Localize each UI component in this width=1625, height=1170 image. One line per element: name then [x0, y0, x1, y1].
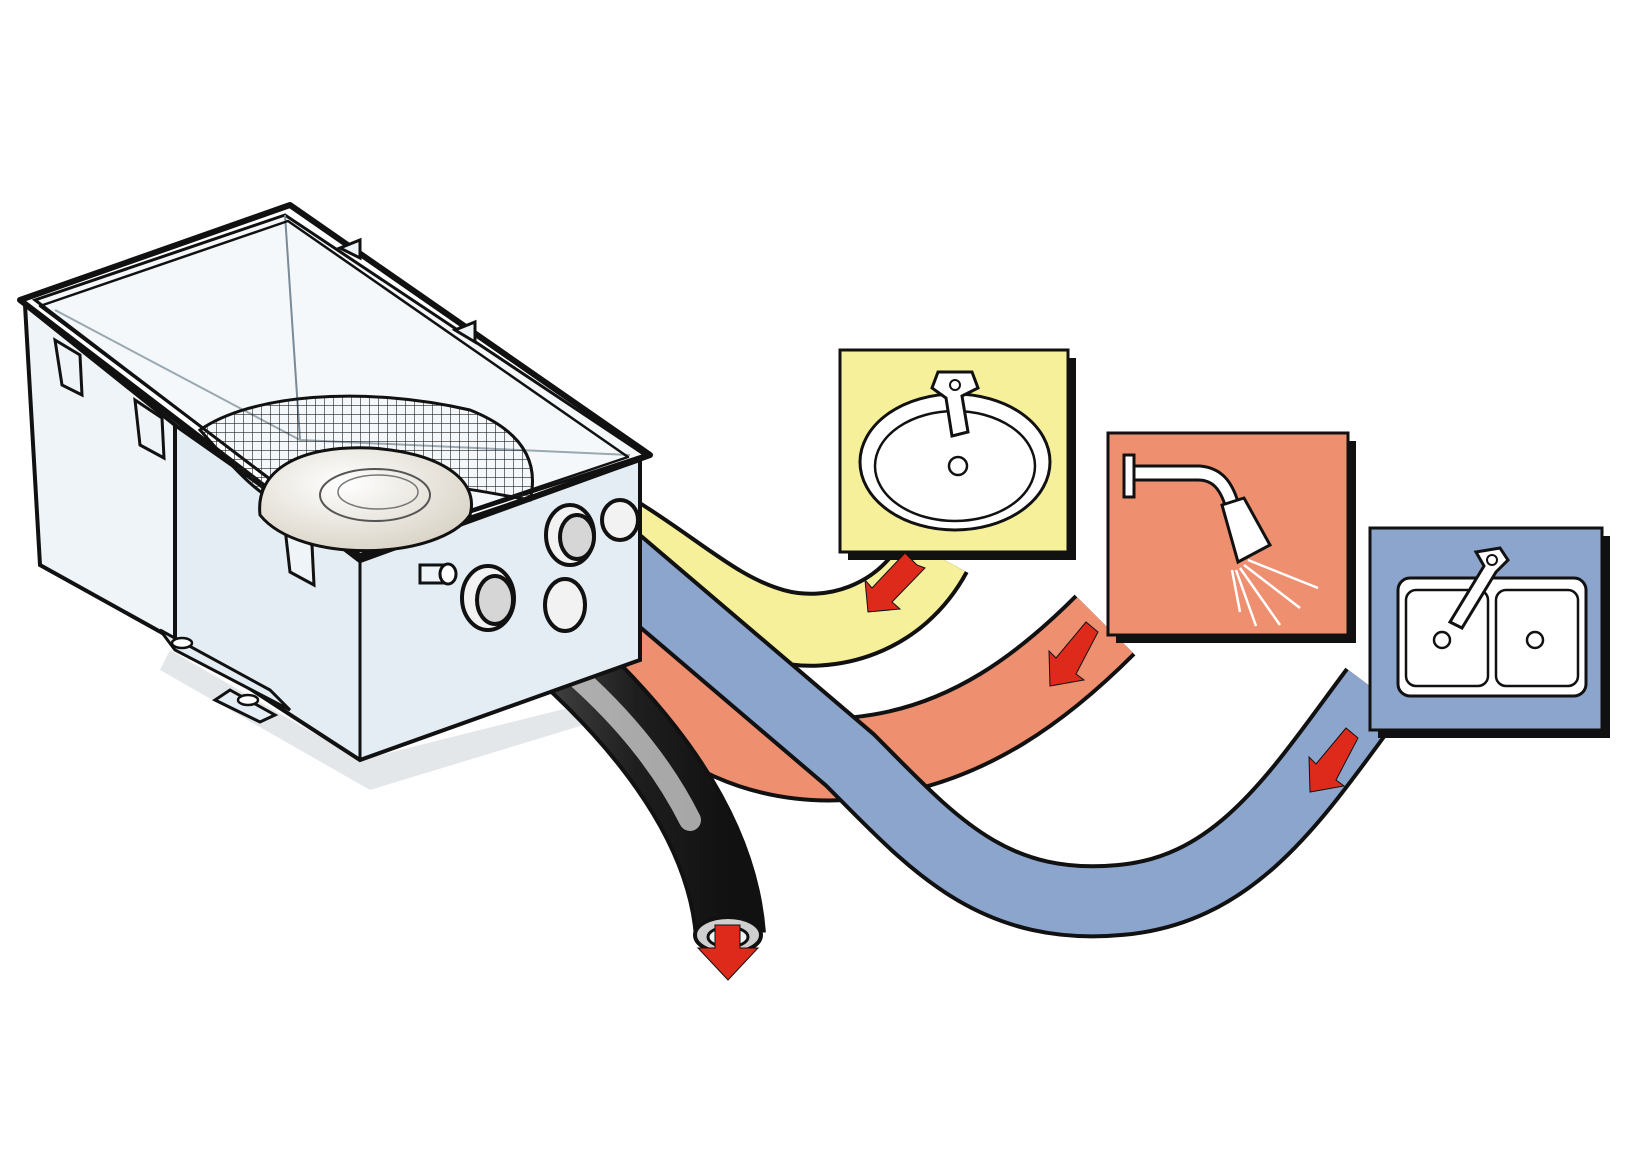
kitchen-hose	[556, 501, 1405, 939]
flow-arrow-icon	[864, 552, 926, 613]
mount-flange-left	[158, 628, 292, 712]
flow-arrows	[696, 552, 1359, 981]
rim-clips	[53, 237, 477, 588]
flow-arrow-icon	[696, 924, 760, 981]
small-fitting	[418, 562, 458, 586]
kitchen-panel	[1368, 526, 1610, 738]
pump	[258, 446, 473, 553]
flow-arrow-icon	[1048, 621, 1099, 687]
shower-panel	[1106, 431, 1356, 643]
sump-box	[17, 202, 653, 763]
shower-head-icon	[1122, 453, 1319, 627]
double-kitchen-sink-icon	[1396, 546, 1588, 698]
sink-panel	[838, 348, 1076, 560]
hose-collars	[460, 498, 640, 633]
flow-arrow-icon	[1308, 727, 1359, 793]
bathroom-sink-icon	[858, 370, 1052, 532]
